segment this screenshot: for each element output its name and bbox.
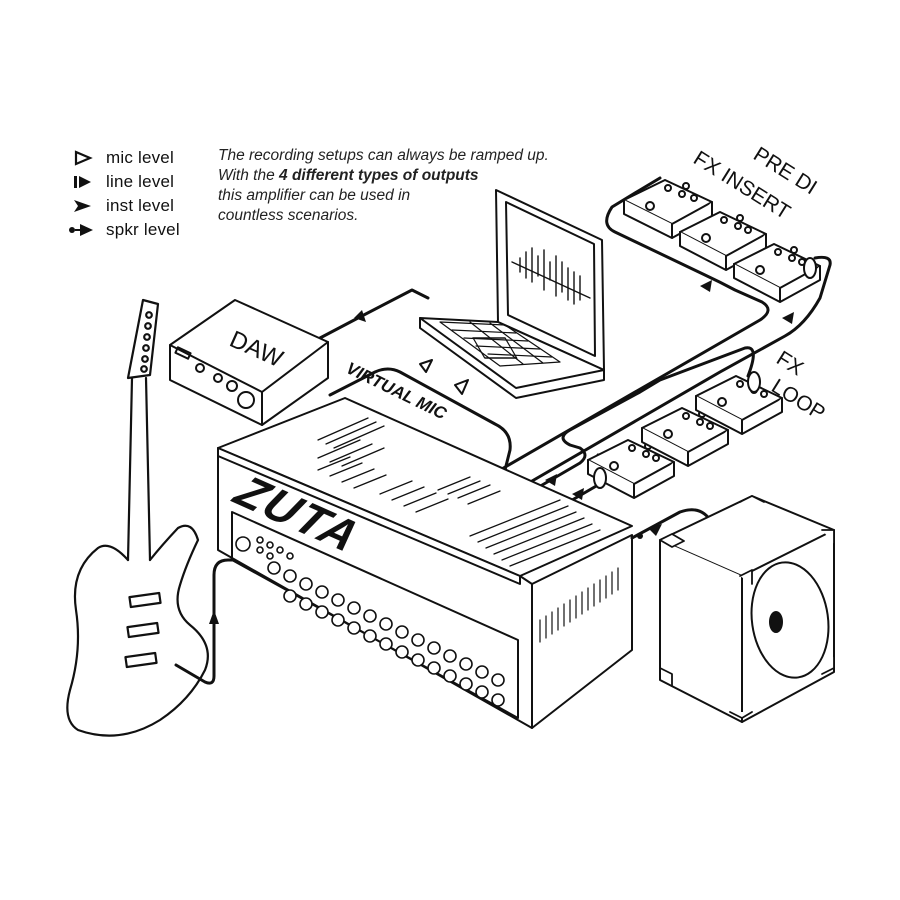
loop-label: LOOP	[767, 375, 829, 425]
amp-knobs	[235, 536, 505, 707]
input-jack-icon	[235, 536, 251, 552]
description-line-2-bold: 4 different types of outputs	[279, 167, 479, 184]
fx-insert-pedals	[623, 179, 821, 303]
cable-amp-to-daw	[328, 367, 512, 472]
guitar	[66, 298, 209, 737]
cable-fx-insert-return	[518, 255, 832, 490]
pedal-loop-3	[695, 371, 783, 435]
daw-interface: DAW	[169, 299, 329, 426]
line-level-icon	[74, 176, 91, 188]
description-text: The recording setups can always be rampe…	[218, 146, 598, 226]
cable-amp-to-fx-loop	[523, 346, 755, 497]
description-line-2: With the 4 different types of outputs	[218, 166, 598, 186]
mic-level-icon	[74, 150, 93, 166]
arrow-mic-virtual-2	[454, 379, 469, 395]
pedal-insert-2	[679, 211, 767, 271]
description-line-3: this amplifier can be used in	[218, 187, 411, 204]
pedal-insert-3	[733, 243, 821, 303]
legend-label-line: line level	[106, 172, 175, 191]
amplifier: ZUTA	[217, 397, 633, 729]
arrow-mic-virtual-1	[419, 359, 433, 373]
speaker-cabinet	[659, 495, 835, 723]
arrow-inst-guitar	[209, 610, 219, 624]
arrow-line-insert-2	[782, 312, 794, 324]
legend-label-mic: mic level	[106, 148, 174, 167]
audio-waveform	[511, 247, 591, 305]
arrow-spkr	[648, 524, 662, 536]
cable-amp-to-fx-insert	[498, 176, 770, 472]
spkr-level-icon	[69, 224, 93, 236]
dot-spkr	[637, 533, 643, 539]
laptop	[419, 189, 605, 399]
description-line-4: countless scenarios.	[218, 207, 359, 224]
cable-guitar-to-amp	[174, 558, 242, 685]
legend-label-spkr: spkr level	[106, 220, 180, 239]
description-line-2-prefix: With the	[218, 167, 280, 184]
description-line-1: The recording setups can always be rampe…	[218, 147, 549, 164]
pedal-insert-1	[623, 179, 713, 239]
legend-label-inst: inst level	[106, 196, 175, 215]
cable-markers	[209, 280, 794, 624]
fx-label: FX	[772, 347, 807, 381]
arrow-line-loop	[545, 474, 557, 486]
top-vents	[317, 417, 601, 567]
arrow-line-loop-2	[572, 488, 584, 500]
speaker-cone	[750, 561, 830, 679]
inst-level-icon	[74, 200, 91, 212]
arrow-line-insert	[700, 280, 712, 292]
pedal-loop-2	[641, 407, 729, 467]
fx-loop-pedals	[587, 371, 783, 499]
cable-daw-to-laptop	[318, 288, 430, 340]
side-vents	[539, 567, 619, 643]
arrow-usb	[354, 310, 366, 322]
